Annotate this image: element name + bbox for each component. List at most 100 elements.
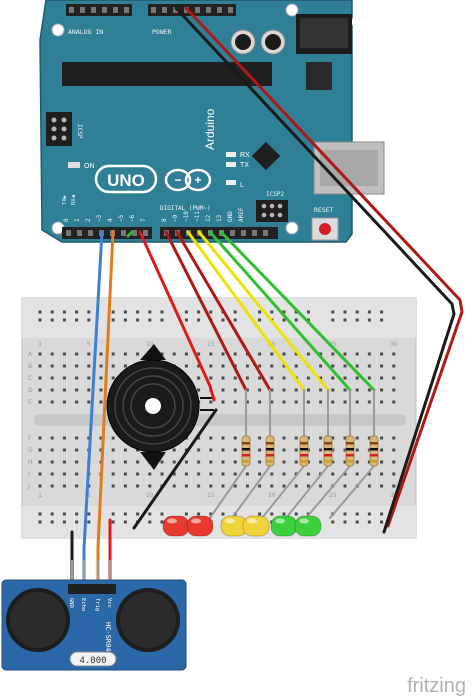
breadboard-hole — [221, 484, 225, 488]
breadboard-hole — [331, 318, 335, 322]
breadboard-hole — [367, 318, 371, 322]
breadboard-hole — [294, 400, 298, 404]
breadboard-hole — [209, 400, 213, 404]
rx-led — [226, 162, 236, 167]
breadboard-hole — [221, 448, 225, 452]
breadboard-hole — [380, 352, 384, 356]
breadboard-hole — [343, 318, 347, 322]
svg-text:+: + — [194, 173, 201, 187]
power-header — [148, 4, 236, 16]
breadboard-hole — [50, 484, 54, 488]
breadboard-hole — [319, 376, 323, 380]
breadboard-hole — [184, 512, 188, 516]
breadboard-hole — [123, 448, 127, 452]
breadboard-hole — [306, 376, 310, 380]
breadboard-hole — [87, 310, 91, 314]
breadboard-holes — [38, 310, 396, 524]
breadboard-hole — [62, 512, 66, 516]
board-name: UNO — [107, 171, 145, 190]
breadboard-hole — [331, 520, 335, 524]
breadboard-hole — [50, 352, 54, 356]
breadboard-hole — [367, 388, 371, 392]
breadboard-hole — [62, 436, 66, 440]
breadboard-hole — [38, 472, 42, 476]
breadboard-hole — [343, 352, 347, 356]
breadboard-hole — [172, 460, 176, 464]
breadboard-hole — [75, 460, 79, 464]
on-label: ON — [84, 163, 95, 170]
led — [162, 515, 190, 537]
breadboard-hole — [380, 512, 384, 516]
sensor-model: HC-SR04 — [104, 622, 112, 652]
breadboard-hole — [75, 364, 79, 368]
breadboard-hole — [270, 512, 274, 516]
resistor — [345, 435, 355, 467]
breadboard-hole — [319, 448, 323, 452]
breadboard-hole — [62, 484, 66, 488]
breadboard-hole — [355, 512, 359, 516]
breadboard-hole — [282, 400, 286, 404]
mounting-hole — [51, 23, 65, 37]
mounting-hole — [285, 3, 299, 17]
breadboard-hole — [380, 310, 384, 314]
breadboard-hole — [136, 512, 140, 516]
digital-header-label: DIGITAL (PWM~) — [160, 205, 211, 212]
breadboard-hole — [50, 400, 54, 404]
wires — [70, 6, 464, 584]
breadboard-hole — [50, 364, 54, 368]
sensor-pin-label: Echo — [80, 598, 86, 611]
breadboard-hole — [392, 484, 396, 488]
wire-gnd-pin — [126, 230, 134, 238]
breadboard-hole — [245, 364, 249, 368]
breadboard-hole — [136, 310, 140, 314]
breadboard-hole — [75, 376, 79, 380]
icsp2-header — [256, 200, 288, 222]
breadboard-hole — [209, 364, 213, 368]
breadboard-hole — [331, 364, 335, 368]
breadboard-hole — [331, 460, 335, 464]
breadboard-hole — [197, 364, 201, 368]
breadboard-hole — [221, 364, 225, 368]
column-number: 15 — [207, 341, 215, 348]
breadboard-hole — [111, 318, 115, 322]
column-number: 30 — [390, 492, 398, 499]
breadboard-hole — [50, 318, 54, 322]
breadboard-hole — [319, 388, 323, 392]
breadboard-hole — [62, 400, 66, 404]
breadboard-hole — [282, 310, 286, 314]
breadboard-hole — [233, 318, 237, 322]
breadboard-hole — [123, 520, 127, 524]
wire-led-red-2 — [175, 230, 272, 392]
breadboard-hole — [123, 364, 127, 368]
breadboard-hole — [75, 484, 79, 488]
breadboard-hole — [221, 318, 225, 322]
breadboard-hole — [282, 460, 286, 464]
breadboard-hole — [50, 388, 54, 392]
breadboard-hole — [282, 318, 286, 322]
digital-pin-label: ~5 — [118, 214, 125, 222]
breadboard-hole — [50, 448, 54, 452]
breadboard-hole — [38, 400, 42, 404]
wire-buzzer-gnd — [132, 408, 218, 530]
breadboard-hole — [380, 364, 384, 368]
breadboard-hole — [245, 484, 249, 488]
breadboard-hole — [343, 400, 347, 404]
breadboard-hole — [306, 352, 310, 356]
breadboard-hole — [38, 310, 42, 314]
breadboard-hole — [355, 388, 359, 392]
breadboard-hole — [380, 436, 384, 440]
breadboard-hole — [123, 512, 127, 516]
breadboard-hole — [294, 484, 298, 488]
breadboard-hole — [380, 400, 384, 404]
breadboard-hole — [319, 460, 323, 464]
breadboard-hole — [392, 364, 396, 368]
column-number: 10 — [146, 341, 154, 348]
wire-led-green-1 — [208, 230, 352, 392]
column-number: 5 — [87, 341, 91, 348]
breadboard-hole — [99, 448, 103, 452]
breadboard-hole — [75, 436, 79, 440]
breadboard-hole — [148, 520, 152, 524]
breadboard-hole — [50, 436, 54, 440]
breadboard-hole — [160, 520, 164, 524]
